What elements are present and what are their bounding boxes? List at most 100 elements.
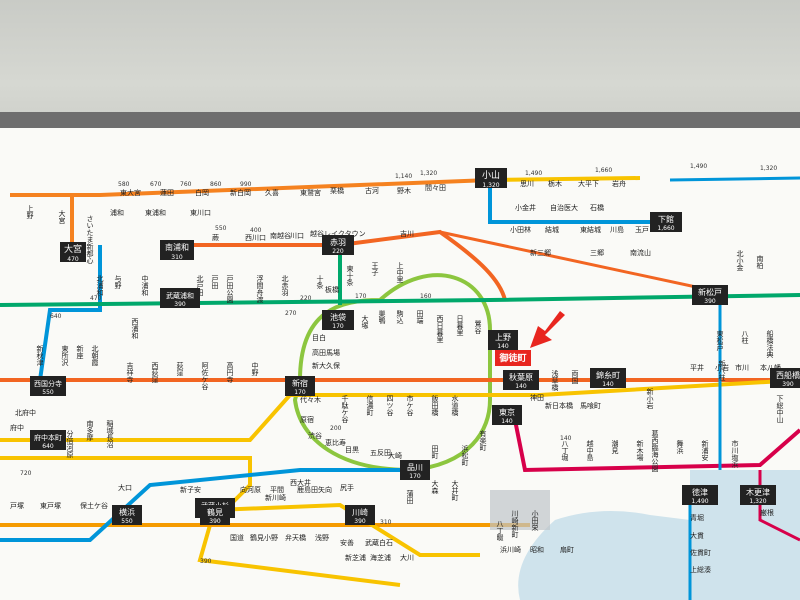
svg-text:西船橋: 西船橋	[776, 370, 800, 380]
musashino-line-3	[439, 230, 711, 292]
station-ikebukuro: 池袋 170	[322, 310, 354, 330]
station-tsurumi-label: 鶴見 390	[207, 507, 223, 525]
fare-label-f21: 200	[330, 425, 342, 432]
station-label-l97: 新川崎	[265, 493, 286, 502]
station-label-l121: 府中	[10, 423, 24, 432]
station-nishifunabashi: 西船橋 390	[770, 368, 800, 388]
svg-text:秋葉原: 秋葉原	[509, 372, 533, 382]
svg-text:池袋: 池袋	[330, 312, 346, 322]
keihin-line	[38, 245, 102, 381]
station-nishikokubunji: 西国分寺 550	[30, 376, 66, 396]
station-label-l15: 大平下	[578, 179, 599, 188]
station-label-l103: 鶴見小野	[250, 533, 278, 542]
station-label-l129: 八柱	[741, 330, 749, 345]
station-label-l100: 鹿島田	[297, 485, 318, 494]
station-label-l70: 高円寺	[226, 361, 234, 383]
station-label-l12: 間々田	[425, 184, 446, 192]
station-label-l102: 向河原	[240, 485, 261, 494]
station-label-l88: 新木場	[636, 439, 644, 462]
right-top-line	[669, 176, 800, 182]
station-label-l34: 川口	[290, 232, 304, 240]
svg-text:西国分寺: 西国分寺	[34, 379, 62, 388]
station-label-l139: 新秋津	[36, 344, 44, 367]
svg-text:横浜: 横浜	[119, 507, 135, 517]
station-label-l20: 小田林	[510, 225, 531, 234]
svg-text:390: 390	[782, 381, 794, 388]
station-label-l110: 昭和	[530, 545, 544, 554]
grey-branch-box	[490, 490, 550, 530]
station-label-l26: 越谷レイクタウン	[310, 229, 366, 238]
station-label-l11: 野木	[397, 186, 411, 195]
fare-label-f10: 1,320	[760, 165, 777, 172]
station-label-l9: 栗橋	[330, 186, 344, 195]
svg-text:上野: 上野	[495, 333, 511, 342]
station-label-l147: 中浦和	[141, 274, 149, 297]
svg-text:390: 390	[174, 301, 186, 308]
svg-text:1,490: 1,490	[691, 498, 708, 505]
svg-text:140: 140	[497, 343, 509, 350]
station-label-l120: 北府中	[15, 408, 36, 417]
fare-label-f8: 1,490	[525, 170, 542, 177]
saikyo-line	[0, 293, 800, 307]
fare-label-f24: 270	[285, 310, 297, 317]
station-label-l143: 西浦和	[131, 318, 139, 340]
svg-text:1,660: 1,660	[657, 225, 674, 232]
station-label-l101: 平間	[270, 486, 284, 494]
svg-text:390: 390	[209, 518, 221, 525]
station-label-l37: 十条	[316, 274, 324, 289]
station-label-l91: 新浦安	[701, 439, 709, 462]
station-label-l142: 北朝霞	[91, 345, 99, 367]
station-kisarazu: 木更津 1,320	[740, 485, 776, 505]
station-label-l130: 船橋法典	[766, 329, 774, 359]
station-label-l60: 浜松町	[461, 444, 469, 466]
fare-label-f11: 1,490	[690, 163, 707, 170]
station-kinshicho: 錦糸町 140	[590, 368, 626, 388]
station-label-l84: 馬喰町	[580, 401, 601, 410]
station-label-l23: 川島	[610, 225, 624, 234]
station-label-l128: 新八柱	[718, 359, 726, 382]
station-label-l2: 大宮	[58, 209, 66, 225]
station-label-l21: 結城	[545, 225, 559, 234]
station-label-l104: 国道	[230, 533, 244, 542]
station-label-l53: 原宿	[300, 415, 314, 424]
station-label-l43: 巣鴨	[378, 309, 386, 325]
station-label-l67: 信濃町	[366, 394, 374, 416]
station-label-l36: 蕨	[212, 233, 219, 242]
svg-text:木更津: 木更津	[746, 487, 770, 497]
station-label-l109: 浜川崎	[500, 545, 521, 554]
station-label-l10: 古河	[365, 186, 379, 195]
station-yokohama: 横浜 550	[112, 505, 142, 525]
station-label-l152: 北赤羽	[281, 275, 289, 296]
station-akihabara: 秋葉原 140	[503, 370, 539, 390]
station-label-l90: 舞浜	[676, 439, 684, 455]
svg-text:310: 310	[171, 254, 183, 261]
station-label-l42: 大塚	[361, 314, 369, 330]
svg-text:大宮: 大宮	[64, 243, 82, 255]
fare-label-f12: 470	[90, 295, 102, 302]
station-label-l149: 戸田	[211, 275, 219, 290]
station-minamiurawa: 南浦和 310	[160, 240, 194, 261]
station-label-l150: 戸田公園	[226, 275, 234, 304]
station-label-l119: 新子安	[180, 485, 201, 494]
svg-text:390: 390	[354, 518, 366, 525]
station-label-l8: 東鷲宮	[300, 188, 321, 197]
station-label-l148: 北戸田	[196, 275, 204, 297]
svg-text:徳津: 徳津	[692, 487, 708, 497]
svg-text:1,320: 1,320	[482, 182, 499, 189]
station-label-l75: 浅草橋	[551, 369, 559, 392]
station-label-l123: 南多摩	[86, 419, 94, 442]
station-label-l24: 玉戸	[635, 226, 649, 234]
fare-label-f3: 760	[180, 181, 192, 188]
station-label-l31: 浦和	[110, 208, 124, 217]
fare-label-f6: 1,140	[395, 173, 412, 180]
svg-text:品川: 品川	[407, 463, 423, 472]
svg-text:赤羽: 赤羽	[330, 238, 346, 247]
svg-text:140: 140	[515, 383, 527, 390]
yokosuka-line	[0, 468, 410, 542]
station-shinagawa: 品川 170	[400, 460, 430, 480]
sobu-line	[0, 378, 800, 442]
station-label-l46: 西日暮里	[436, 315, 444, 343]
station-label-l106: 浅野	[315, 533, 329, 542]
station-label-l66: 四ツ谷	[386, 395, 394, 417]
